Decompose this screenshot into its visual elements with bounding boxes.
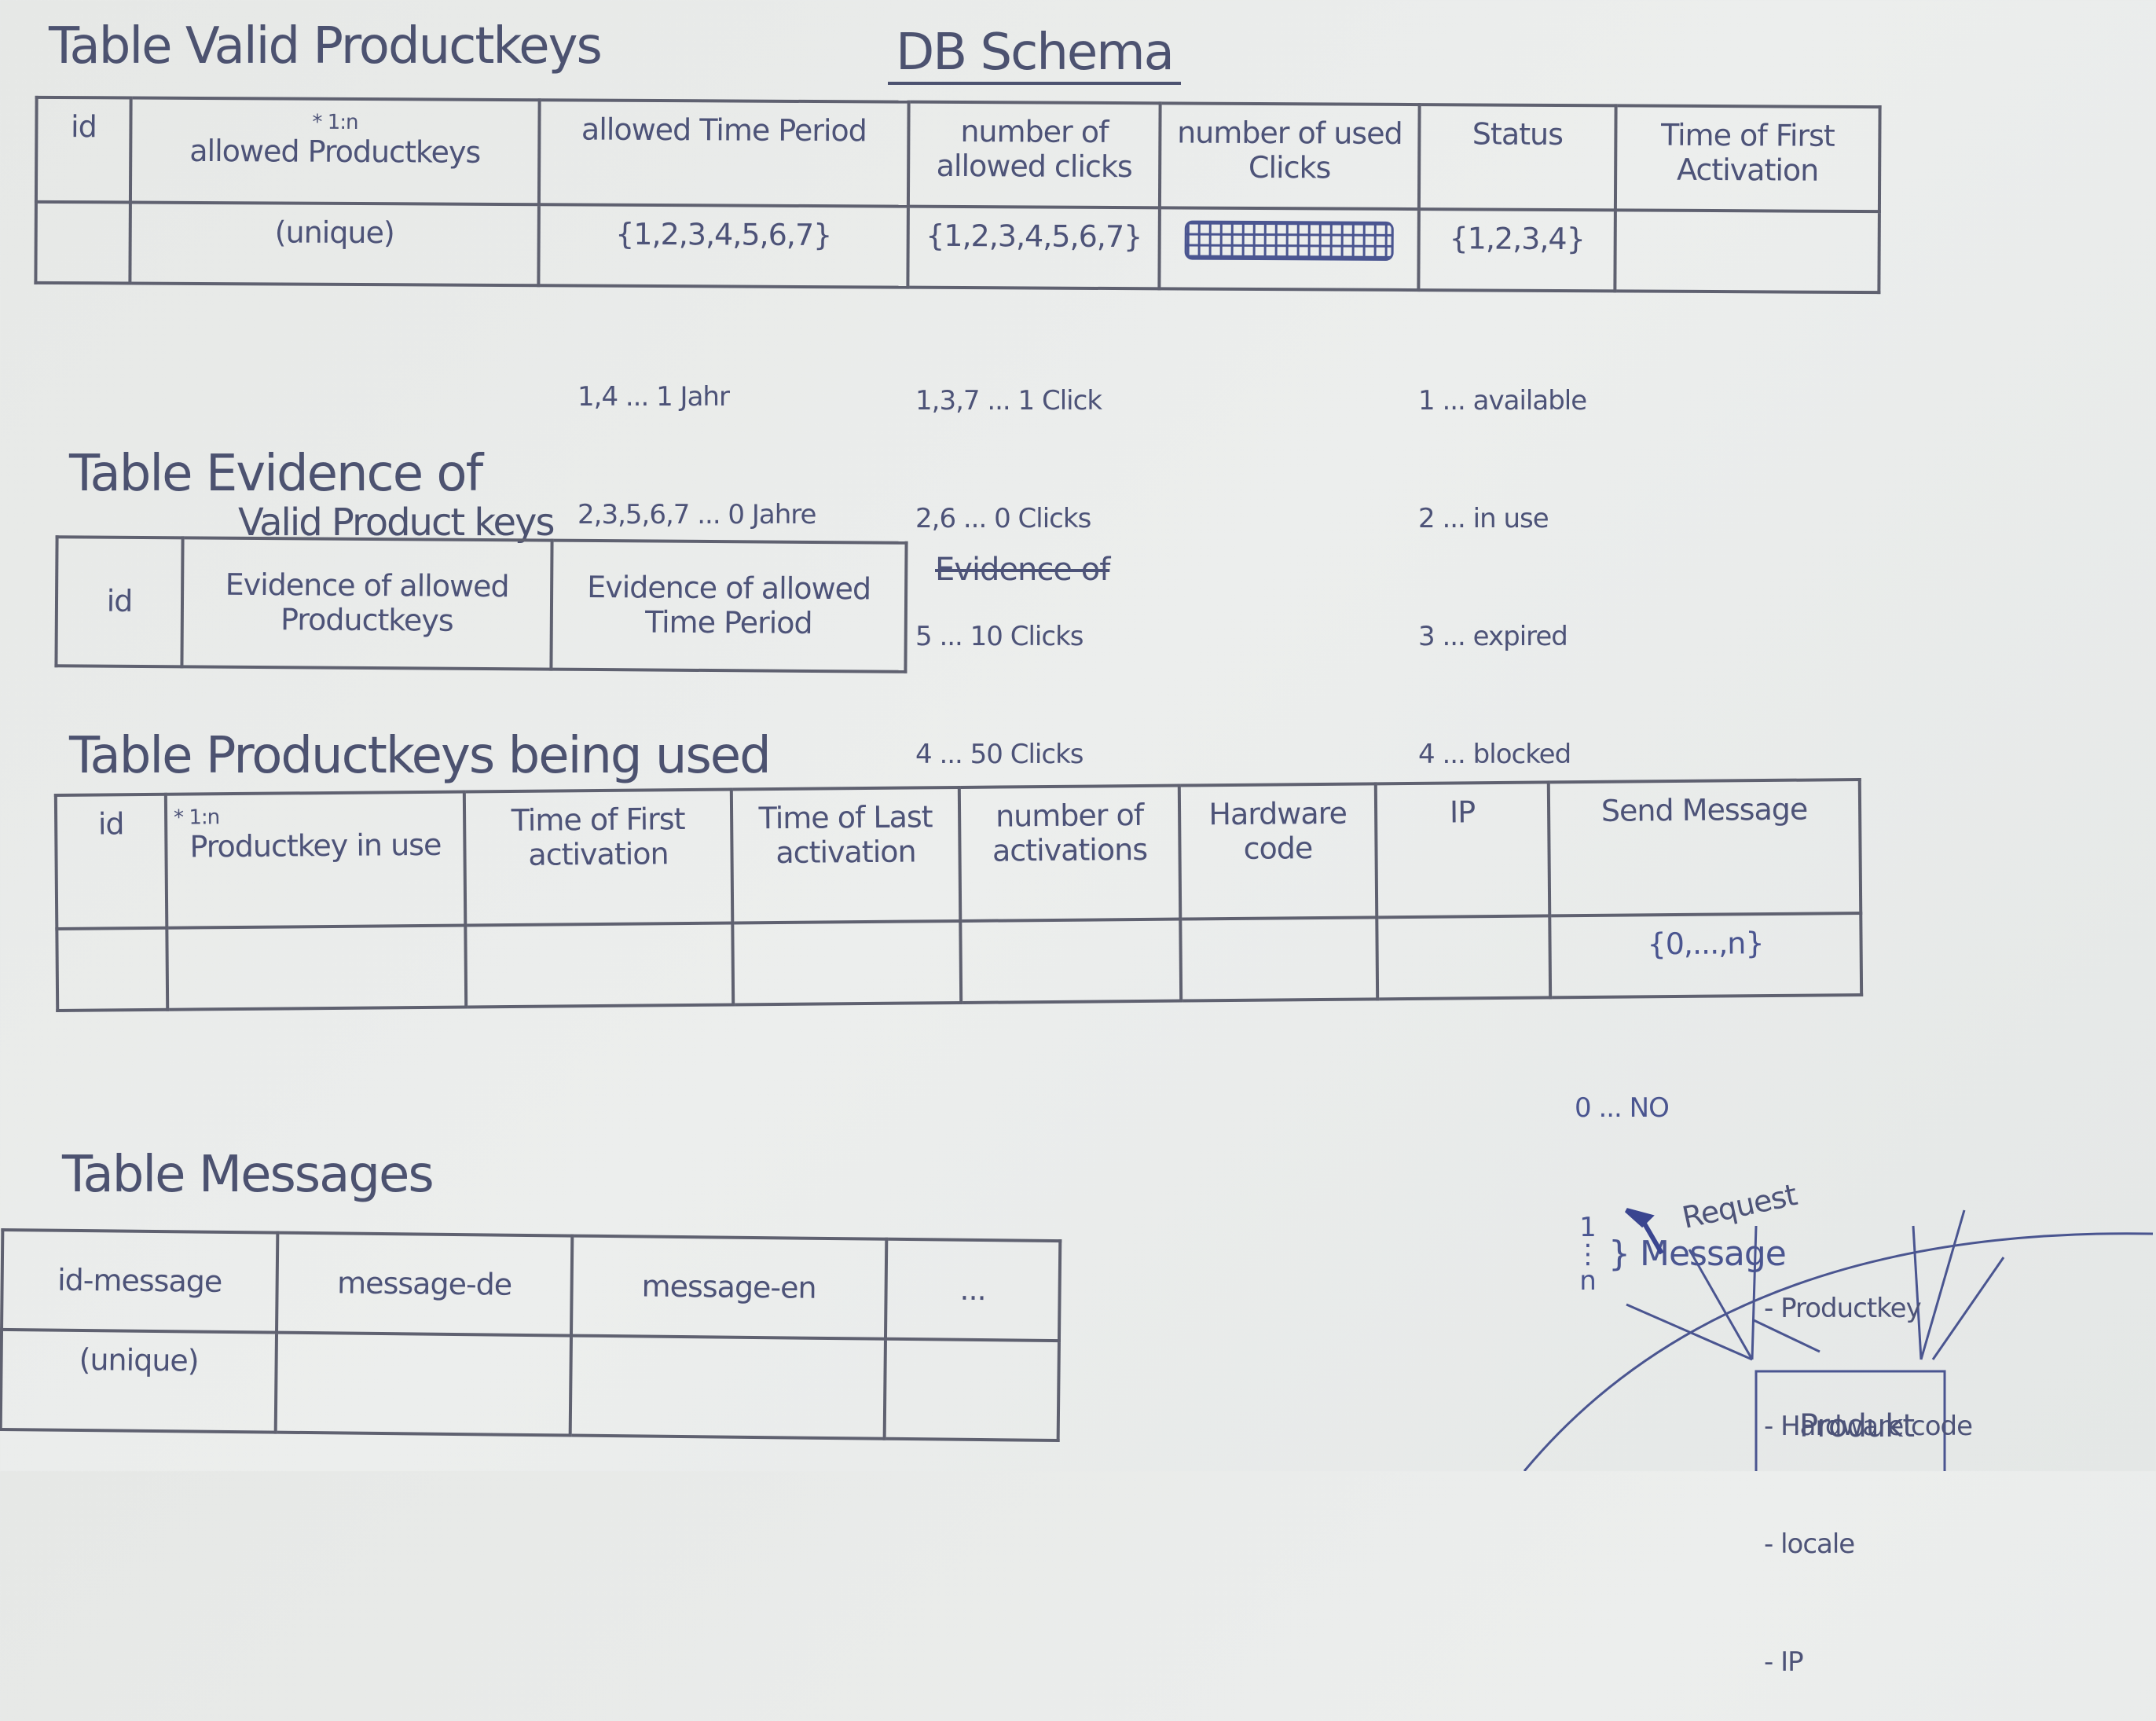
table-productkeys-used-title: Table Productkeys being used <box>69 727 772 785</box>
send-message-notes: 0 ... NO 1 ⋮ n } Message <box>1575 1010 1787 1334</box>
arrow-line <box>1931 1257 2005 1360</box>
column-header: Send Message <box>1548 779 1861 916</box>
cell <box>57 927 168 1011</box>
arrow-line <box>1626 1303 1753 1361</box>
table-valid-productkeys-title: Table Valid Productkeys <box>49 17 603 75</box>
note-line: 4 ... 50 Clicks <box>915 739 1084 770</box>
column-header: message-de <box>277 1232 573 1336</box>
struck-out-note: Evidence of <box>935 552 1110 588</box>
note-line: 2,6 ... 0 Clicks <box>915 503 1091 534</box>
request-item: - Productkey <box>1764 1293 1922 1324</box>
column-header: id <box>56 537 183 667</box>
cell <box>1180 917 1378 1001</box>
cell: (unique) <box>0 1329 277 1433</box>
crossed-out-scribble-icon <box>1184 220 1394 262</box>
evidence-table: id Evidence of allowed Productkeys Evide… <box>54 535 908 673</box>
column-header: number of used Clicks <box>1159 103 1420 210</box>
range-start: 1 <box>1579 1212 1597 1243</box>
column-header: Time of First activation <box>464 789 733 926</box>
column-header: Evidence of allowed Productkeys <box>182 538 552 670</box>
cell: {1,2,3,4} <box>1418 209 1615 292</box>
cell: {0,...,n} <box>1549 912 1862 998</box>
cell: (unique) <box>130 202 539 286</box>
column-header: number of activations <box>959 785 1181 921</box>
request-item: - Hardware code <box>1764 1411 1973 1442</box>
page-title: DB Schema <box>888 24 1181 85</box>
column-header: Evidence of allowed Time Period <box>551 540 907 672</box>
note-line: 0 ... NO <box>1575 1092 1670 1124</box>
cell <box>884 1338 1059 1441</box>
cell <box>1377 916 1551 1000</box>
arrow-line <box>1920 1209 1966 1360</box>
cell <box>732 920 962 1005</box>
arc-line <box>1523 1232 2154 1471</box>
cell <box>1159 207 1419 291</box>
column-header: Hardware code <box>1179 783 1377 919</box>
cell <box>960 919 1182 1003</box>
arrow-line <box>1753 1319 1820 1353</box>
note-line: 1,4 ... 1 Jahr <box>578 381 730 413</box>
table-messages-title: Table Messages <box>62 1146 434 1204</box>
bold-arrow-line <box>1640 1218 1664 1255</box>
request-sketch <box>1523 1208 2154 1471</box>
product-label: Produkt <box>1799 1408 1915 1444</box>
request-item: - IP <box>1764 1646 1804 1678</box>
column-header: number of allowed clicks <box>908 101 1160 208</box>
cell <box>35 202 130 284</box>
note-line: 1 ... available <box>1418 385 1587 416</box>
cell <box>570 1335 886 1439</box>
table-header-row: id Evidence of allowed Productkeys Evide… <box>56 537 907 672</box>
table-row: (unique) <box>0 1329 1059 1441</box>
note-line: 5 ... 10 Clicks <box>915 621 1084 652</box>
cell: {1,2,3,4,5,6,7} <box>538 204 908 288</box>
arrow-head-icon <box>1624 1208 1655 1228</box>
cell <box>465 923 734 1007</box>
column-header: Status <box>1418 105 1616 211</box>
arrow-line <box>1751 1225 1758 1360</box>
product-box <box>1754 1370 1946 1471</box>
arrow-line <box>1688 1249 1754 1360</box>
column-header: id <box>35 97 131 203</box>
column-header: message-en <box>570 1235 887 1339</box>
table-header-row: id-message message-de message-en ... <box>2 1229 1061 1341</box>
cell <box>167 925 467 1010</box>
column-header: Time of Last activation <box>731 787 961 923</box>
cell: {1,2,3,4,5,6,7} <box>908 207 1160 289</box>
table-row: {0,...,n} <box>57 912 1862 1011</box>
note-line: 3 ... expired <box>1418 621 1568 652</box>
messages-table: id-message message-de message-en ... (un… <box>0 1228 1062 1442</box>
note-line: 1,3,7 ... 1 Click <box>915 385 1102 416</box>
column-header: Time of First Activation <box>1615 105 1880 212</box>
note-line: 2,3,5,6,7 ... 0 Jahre <box>578 499 816 530</box>
request-items: - Productkey - Hardware code - locale - … <box>1764 1210 1973 1721</box>
table-row: (unique) {1,2,3,4,5,6,7} {1,2,3,4,5,6,7}… <box>35 202 1879 293</box>
range-end: n <box>1579 1265 1597 1297</box>
column-header: id <box>55 794 167 930</box>
note-line: 2 ... in use <box>1418 503 1549 534</box>
divider-line <box>1912 1225 1923 1360</box>
cell <box>1615 210 1879 293</box>
table-evidence-title: Table Evidence of Valid Product keys <box>69 445 555 547</box>
cell <box>275 1332 571 1436</box>
request-item: - locale <box>1764 1528 1855 1560</box>
column-header: id-message <box>2 1229 278 1333</box>
note-line: 4 ... blocked <box>1418 739 1571 770</box>
clicks-notes: 1,3,7 ... 1 Click 2,6 ... 0 Clicks 5 ...… <box>915 303 1102 813</box>
column-header: allowed Time Period <box>538 100 909 207</box>
column-header: ... <box>885 1238 1061 1341</box>
status-notes: 1 ... available 2 ... in use 3 ... expir… <box>1418 303 1587 813</box>
time-period-notes: 1,4 ... 1 Jahr 2,3,5,6,7 ... 0 Jahre <box>578 299 816 574</box>
title-line: Valid Product keys <box>238 501 555 545</box>
column-header: IP <box>1375 782 1550 918</box>
title-line: Table Evidence of <box>69 445 483 503</box>
range-label: } Message <box>1608 1234 1787 1274</box>
